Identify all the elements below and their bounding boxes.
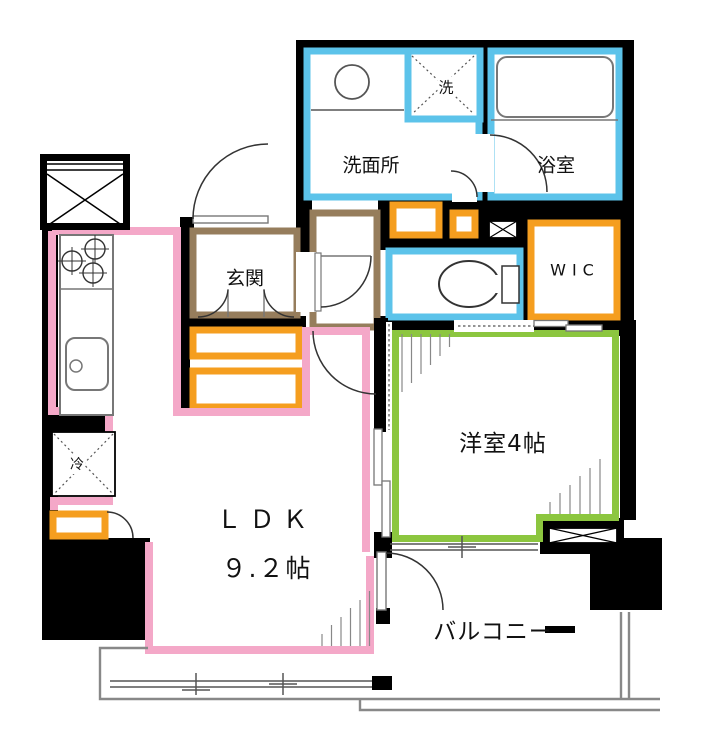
balcony-label: バルコニー <box>433 619 553 645</box>
shaft-box <box>40 154 130 230</box>
wic-sliding-door <box>454 319 603 332</box>
ldk-window <box>110 673 372 695</box>
laundry-label: 洗 <box>437 76 455 98</box>
balcony-outline <box>98 612 660 712</box>
wash-basin <box>311 64 404 111</box>
room-wic-outline <box>527 219 621 321</box>
bathroom-label: 浴室 <box>536 154 576 177</box>
wic-label: WIC <box>550 260 600 280</box>
fridge-label: 冷 <box>69 454 85 474</box>
room-corridor-outline <box>309 209 381 331</box>
storage-boxes <box>49 201 479 540</box>
bathtub <box>491 56 618 121</box>
genkan-label: 玄関 <box>225 267 265 290</box>
toilet-fixture <box>438 260 520 308</box>
balcony-door <box>376 551 444 611</box>
ldk-western-sliding-door <box>373 322 392 538</box>
hatch-marks <box>321 334 601 646</box>
balcony-mark <box>545 626 575 633</box>
wall-openings <box>296 134 494 334</box>
cross-strip <box>548 527 618 544</box>
genkan-corridor-door <box>314 252 372 312</box>
storage-door <box>106 511 134 539</box>
ldk-corridor-door <box>312 330 377 395</box>
ldk-label: ＬＤＫ <box>216 505 316 534</box>
entrance-door <box>192 143 269 224</box>
washroom-door <box>450 170 478 198</box>
washroom-label: 洗面所 <box>342 154 400 177</box>
bathroom-door <box>489 134 548 193</box>
cross-box-small <box>488 220 518 239</box>
room-western-outline <box>392 330 619 542</box>
stove-burners <box>58 235 109 287</box>
kitchen-sink <box>65 337 109 391</box>
ldk-size-label: ９.２帖 <box>221 554 313 583</box>
western-room-window <box>390 536 538 558</box>
room-bathroom-outline <box>487 47 623 201</box>
western-room-label: 洋室4帖 <box>459 431 547 457</box>
genkan-closet-doors <box>197 289 295 318</box>
laundry-pan-cross <box>411 55 475 115</box>
